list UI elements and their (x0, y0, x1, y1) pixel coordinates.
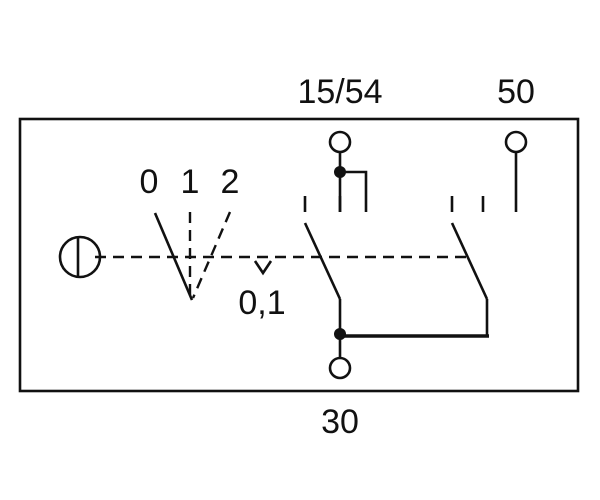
terminal-label-30: 30 (321, 403, 359, 441)
terminal-30 (328, 328, 352, 380)
position-label-0: 0 (140, 163, 159, 201)
key-actuator-symbol (58, 235, 102, 279)
position-selector-lines (153, 211, 232, 301)
terminal-50 (504, 130, 528, 212)
right-switch-contacts (450, 196, 485, 212)
position-label-0-1: 0,1 (238, 284, 285, 322)
terminal-label-15-54: 15/54 (297, 73, 382, 111)
position-label-2: 2 (221, 163, 240, 201)
switch-housing (18, 117, 580, 393)
left-switch-blade (303, 222, 342, 332)
left-switch-contacts (303, 196, 342, 212)
position-label-1: 1 (181, 163, 200, 201)
terminal-15-54 (328, 130, 368, 212)
right-switch-blade (450, 222, 489, 336)
detent-marker (253, 260, 273, 276)
terminal-label-50: 50 (497, 73, 535, 111)
